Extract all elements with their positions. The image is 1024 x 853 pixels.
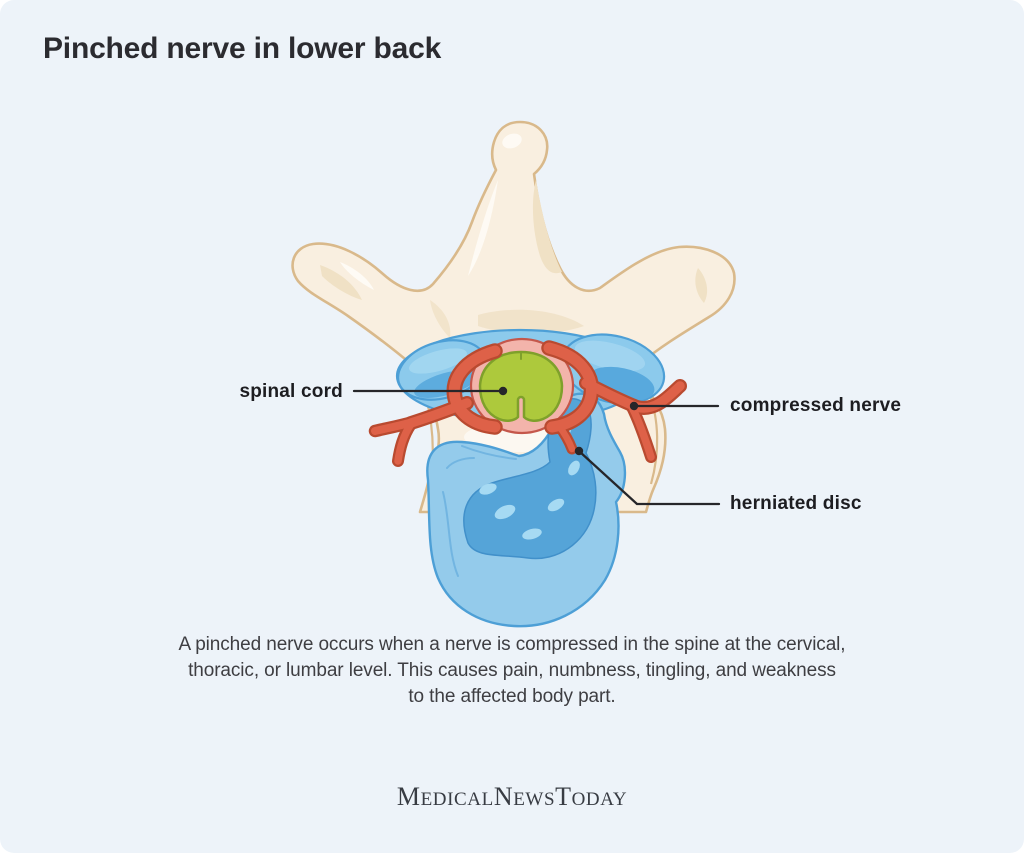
- logo-word-3-initial: T: [555, 782, 572, 811]
- page-title: Pinched nerve in lower back: [43, 32, 442, 65]
- logo-word-1-initial: M: [396, 782, 421, 811]
- logo-word-2-initial: N: [493, 782, 514, 811]
- label-herniated-disc: herniated disc: [730, 493, 862, 514]
- pointer-herniated-disc: [578, 450, 721, 506]
- nerve-root-right: [543, 342, 597, 433]
- logo-word-3-rest: ODAY: [571, 789, 628, 810]
- caption: A pinched nerve occurs when a nerve is c…: [112, 632, 912, 710]
- caption-line-3: to the affected body part.: [408, 686, 616, 707]
- logo-word-2-rest: EWS: [513, 789, 556, 810]
- logo-word-1-rest: EDICAL: [420, 789, 494, 810]
- nerve-root-left: [448, 345, 501, 433]
- label-compressed-nerve: compressed nerve: [730, 395, 902, 416]
- caption-line-1: A pinched nerve occurs when a nerve is c…: [178, 634, 846, 655]
- bone-shading: [320, 180, 708, 338]
- brand-logo: MEDICALNEWSTODAY: [0, 782, 1024, 812]
- label-spinal-cord: spinal cord: [239, 381, 343, 402]
- spinal-cord-shape: [478, 350, 564, 422]
- pointer-dots: [498, 386, 639, 456]
- bone-highlights: [340, 133, 522, 290]
- caption-line-2: thoracic, or lumbar level. This causes p…: [188, 660, 836, 681]
- pointer-lines: [352, 389, 721, 506]
